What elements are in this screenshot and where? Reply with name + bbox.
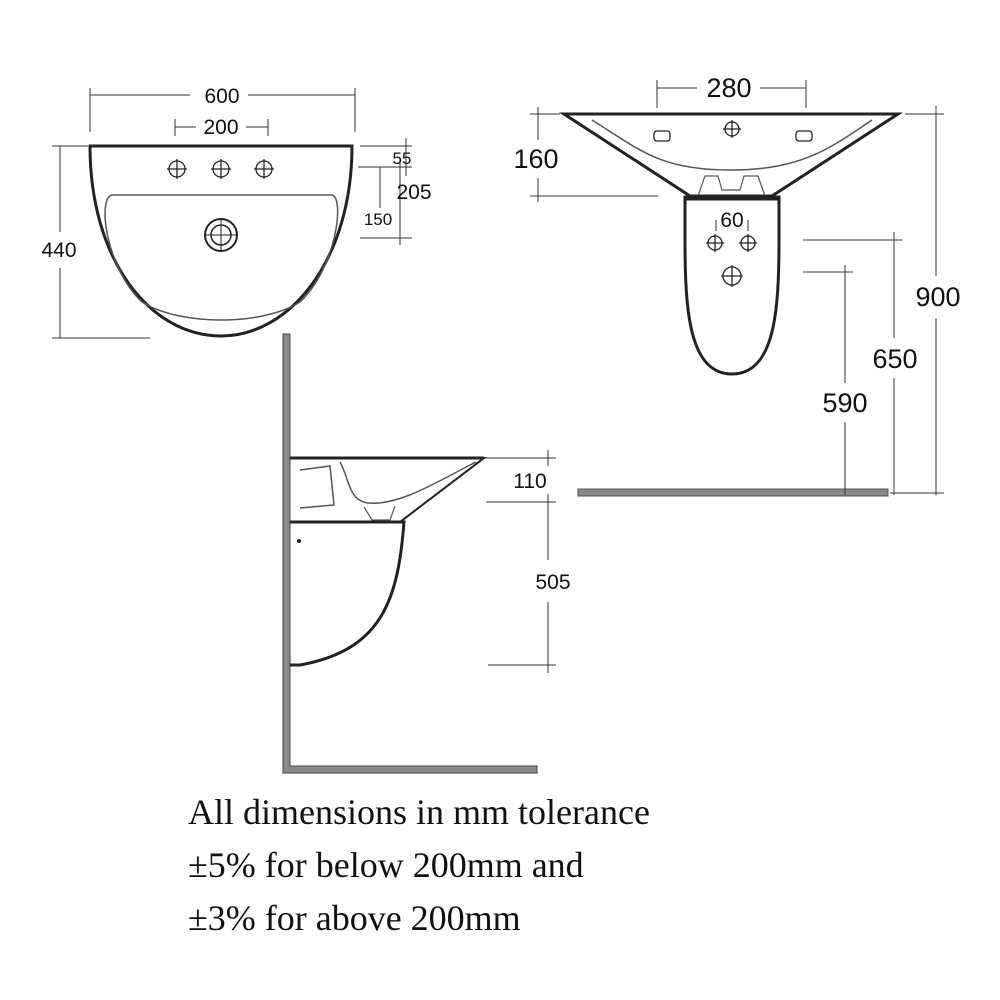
plan-bowl-outline [104,194,339,321]
side-view [282,333,556,774]
wall-section [282,333,538,774]
fixing-hole-icon [706,234,724,252]
dim-basin-height: 160 [513,144,558,174]
pedestal-outline [683,195,781,376]
note-line: All dimensions in mm tolerance [188,792,650,832]
tap-hole-icon [254,159,274,179]
tolerance-note: All dimensions in mm tolerance ±5% for b… [188,786,888,945]
front-view [530,80,944,497]
front-basin-outline [558,112,904,198]
fixing-hole-icon [721,265,743,287]
dim-rim-edge: 55 [393,149,412,168]
note-line: ±3% for above 200mm [188,898,521,938]
fixing-hole-icon [739,234,757,252]
tap-hole-icon [723,120,741,138]
dim-tap-spacing: 200 [203,116,238,139]
plan-view [52,88,412,339]
dim-semi-pedestal-height: 505 [535,571,570,594]
dim-tap-hole-spacing: 280 [706,73,751,103]
dim-width: 600 [204,85,239,108]
plan-basin-outline [88,144,354,338]
semi-pedestal-outline [290,520,406,667]
dim-bowl-offset: 205 [396,181,431,204]
floor-line [577,488,889,497]
tap-hole-icon [211,159,231,179]
dim-depth: 440 [41,239,76,262]
dim-tap-to-waste: 150 [364,210,392,229]
dim-rim-thickness: 110 [513,470,546,493]
tap-hole-icon [167,159,187,179]
dim-pedestal-hole-spacing: 60 [720,209,743,232]
note-line: ±5% for below 200mm and [188,845,584,885]
dim-pedestal-height: 590 [822,388,867,418]
dim-basin-top-height: 650 [872,344,917,374]
dim-overall-height: 900 [915,282,960,312]
